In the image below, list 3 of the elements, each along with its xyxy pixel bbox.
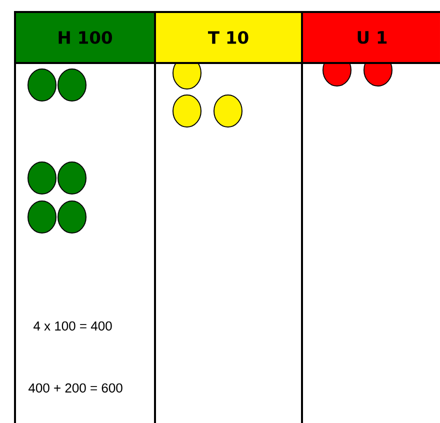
equation-text: 400 + 200 = 600 xyxy=(28,383,122,393)
equation-text: 4 x 100 = 400 xyxy=(34,321,112,331)
header-cell: H 100 xyxy=(14,11,156,64)
